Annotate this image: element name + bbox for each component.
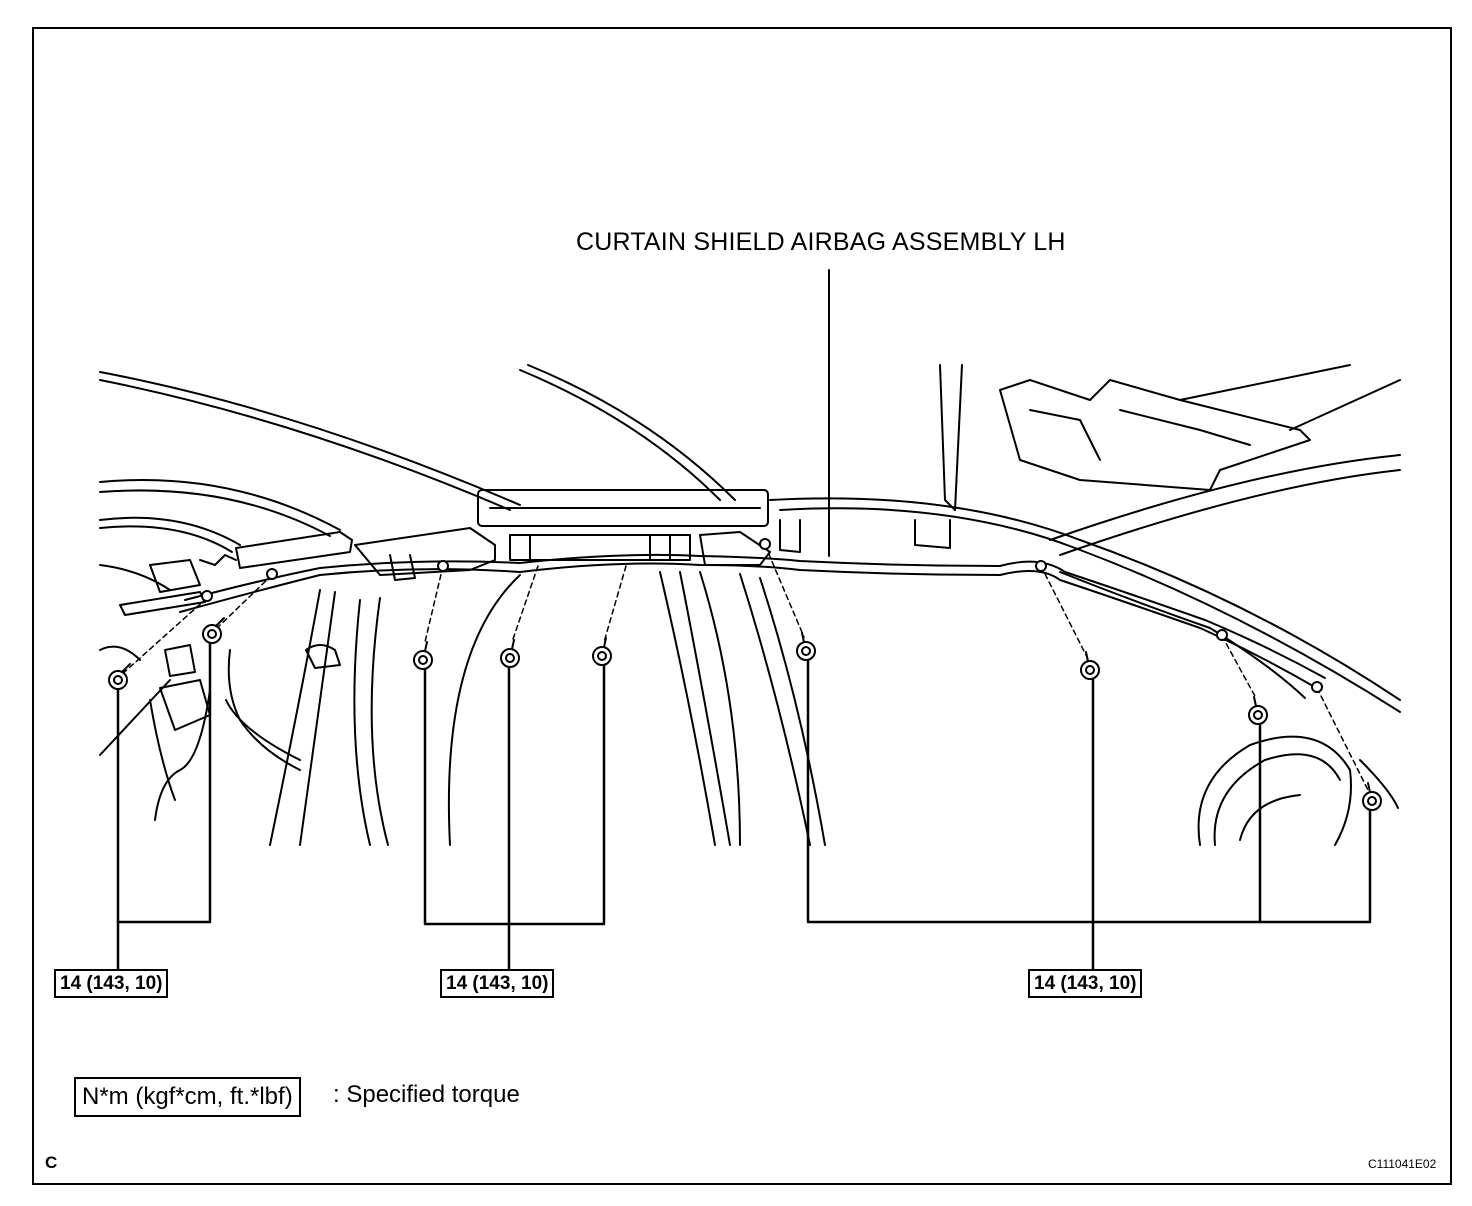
- legend-description: : Specified torque: [333, 1081, 520, 1108]
- bolt-icon: [500, 639, 520, 668]
- bolt-icon: [592, 637, 612, 666]
- callout-lines: [116, 642, 1372, 972]
- bolt-icon: [202, 617, 225, 644]
- component-title: CURTAIN SHIELD AIRBAG ASSEMBLY LH: [576, 228, 1066, 256]
- bolt-icon: [796, 632, 816, 661]
- upper-right-bracket: [939, 364, 1401, 511]
- bolt-alignment-lines: [119, 544, 1369, 791]
- mounting-holes: [201, 538, 1323, 693]
- bolts: [108, 617, 1382, 811]
- roof-outline: [99, 364, 1401, 713]
- legend-unit-box: N*m (kgf*cm, ft.*lbf): [74, 1077, 301, 1117]
- airbag-module: [235, 489, 771, 581]
- bolt-icon: [413, 641, 433, 670]
- diagram-frame: [32, 27, 1452, 1185]
- bolt-icon: [1248, 696, 1268, 725]
- curtain-airbag-tube: [179, 519, 1326, 699]
- lower-left-components: [99, 554, 237, 821]
- bolt-icon: [108, 663, 131, 690]
- section-letter: C: [45, 1153, 58, 1172]
- bolt-icon: [1080, 651, 1100, 680]
- torque-callout-center: 14 (143, 10): [440, 969, 555, 998]
- torque-callout-right: 14 (143, 10): [1028, 969, 1143, 998]
- torque-callout-left: 14 (143, 10): [54, 969, 169, 998]
- pillars: [225, 571, 1399, 846]
- figure-code: C111041E02: [1368, 1157, 1437, 1171]
- bolt-icon: [1362, 782, 1382, 811]
